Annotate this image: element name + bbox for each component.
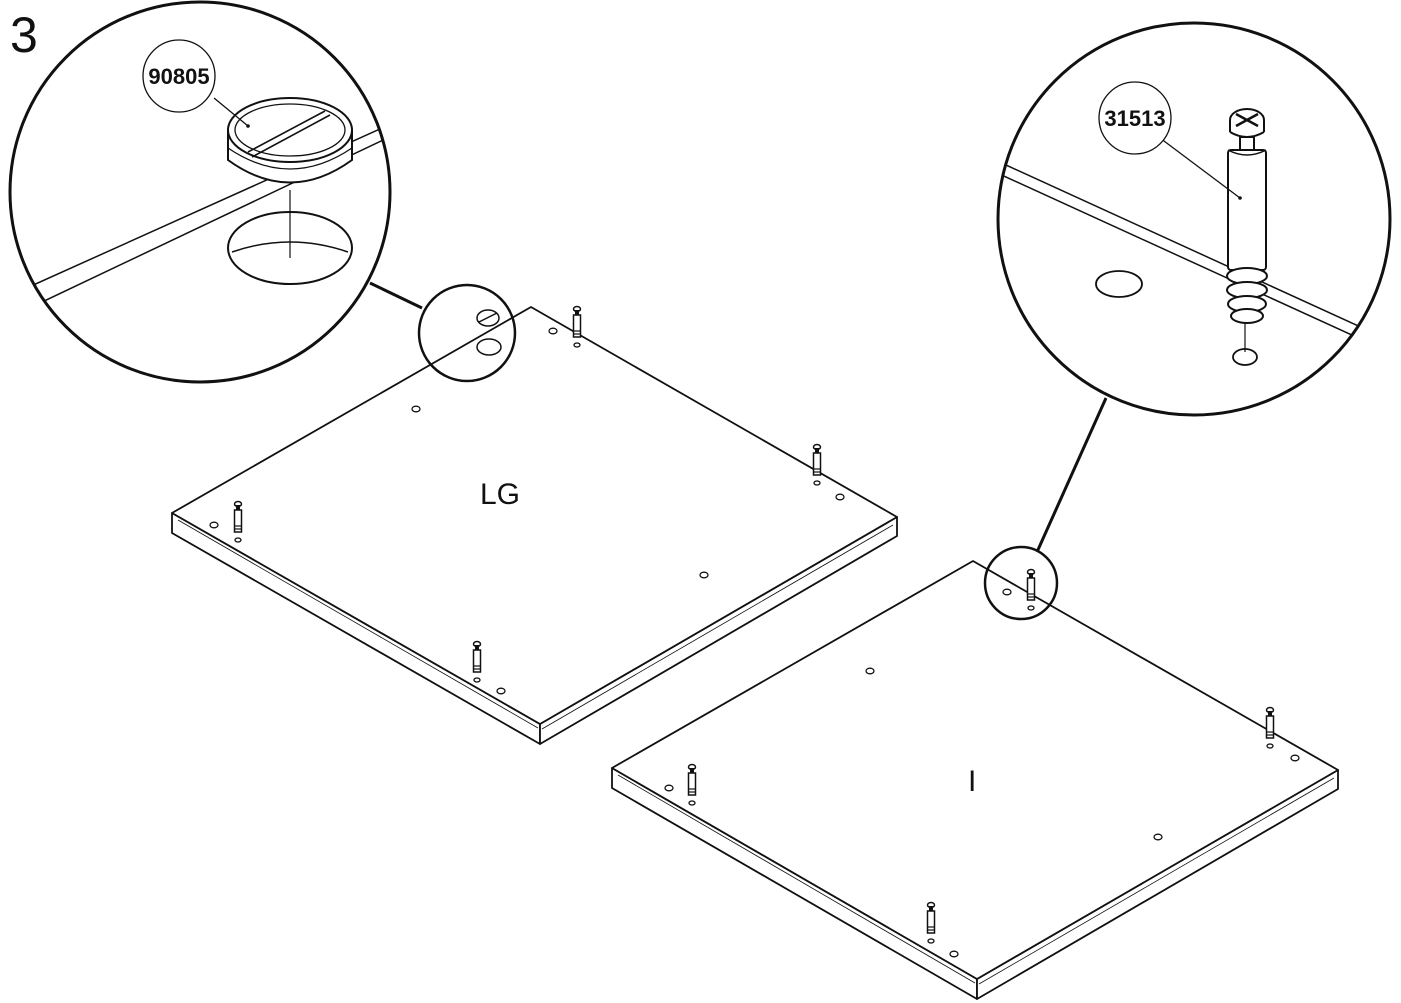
callout-cam: 90805 bbox=[8, 0, 517, 384]
part-number-90805: 90805 bbox=[148, 64, 209, 89]
cam-lock-icon bbox=[227, 97, 353, 184]
part-number-31513: 31513 bbox=[1104, 106, 1165, 131]
cam-bolt-icon bbox=[1226, 108, 1268, 324]
panel-lg-label: LG bbox=[480, 478, 520, 511]
highlight-circle bbox=[983, 545, 1059, 621]
panel-lg bbox=[171, 306, 898, 745]
callout-bolt: 31513 bbox=[983, 21, 1392, 621]
panel-i bbox=[611, 560, 1339, 1000]
panel-i-label: I bbox=[968, 765, 976, 798]
step-number: 3 bbox=[10, 7, 38, 63]
highlight-circle bbox=[417, 283, 517, 383]
